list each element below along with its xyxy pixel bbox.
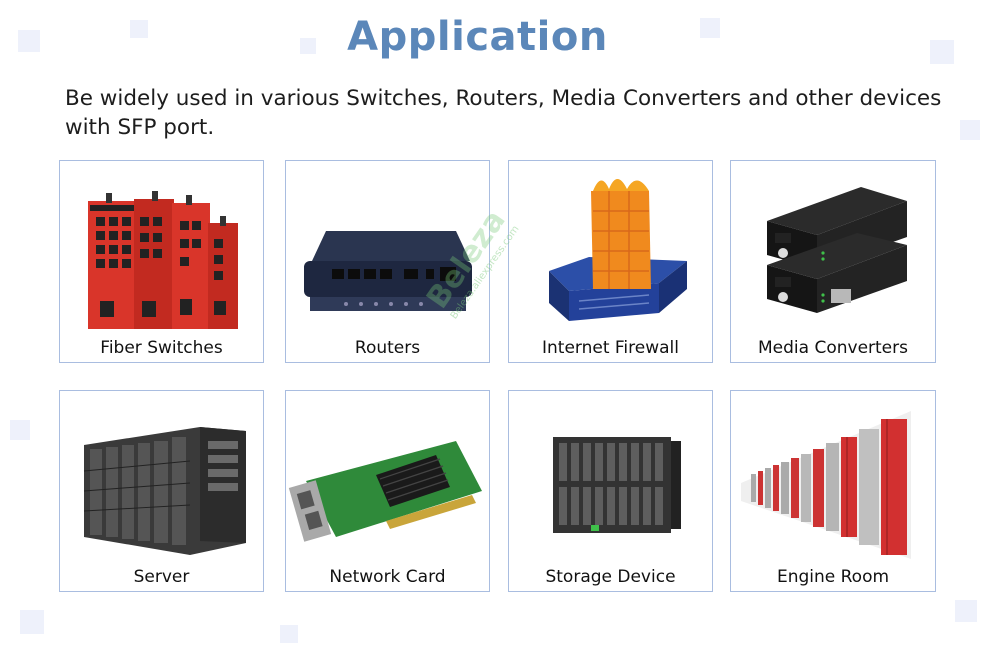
- card-media-converters: Media Converters: [730, 160, 936, 363]
- card-engine-room: Engine Room: [730, 390, 936, 592]
- description-text: Be widely used in various Switches, Rout…: [65, 86, 942, 140]
- background-decoration: [300, 38, 316, 54]
- network-card-icon: [286, 391, 489, 561]
- firewall-icon: [509, 161, 712, 332]
- card-label: Server: [133, 567, 190, 587]
- card-label: Engine Room: [776, 567, 890, 587]
- background-decoration: [10, 420, 30, 440]
- card-label: Media Converters: [758, 338, 908, 358]
- card-label: Internet Firewall: [541, 338, 679, 358]
- background-decoration: [18, 30, 40, 52]
- storage-device-icon: [509, 391, 712, 561]
- background-decoration: [130, 20, 148, 38]
- background-decoration: [20, 610, 44, 634]
- card-network-card: Network Card: [285, 390, 490, 592]
- engine-room-icon: [731, 391, 935, 561]
- media-converter-icon: [731, 161, 935, 332]
- background-decoration: [700, 18, 720, 38]
- card-server: Server: [59, 390, 264, 592]
- background-decoration: [280, 625, 298, 643]
- router-icon: [286, 161, 489, 332]
- card-label: Routers: [354, 338, 421, 358]
- card-storage-device: Storage Device: [508, 390, 713, 592]
- card-fiber-switches: Fiber Switches: [59, 160, 264, 363]
- card-routers: Routers: [285, 160, 490, 363]
- card-internet-firewall: Internet Firewall: [508, 160, 713, 363]
- card-label: Network Card: [329, 567, 446, 587]
- card-label: Fiber Switches: [100, 338, 223, 358]
- background-decoration: [955, 600, 977, 622]
- card-label: Storage Device: [545, 567, 676, 587]
- page-title: Application: [347, 14, 608, 60]
- fiber-switch-icon: [60, 161, 263, 332]
- background-decoration: [930, 40, 954, 64]
- background-decoration: [960, 120, 980, 140]
- server-rack-icon: [60, 391, 263, 561]
